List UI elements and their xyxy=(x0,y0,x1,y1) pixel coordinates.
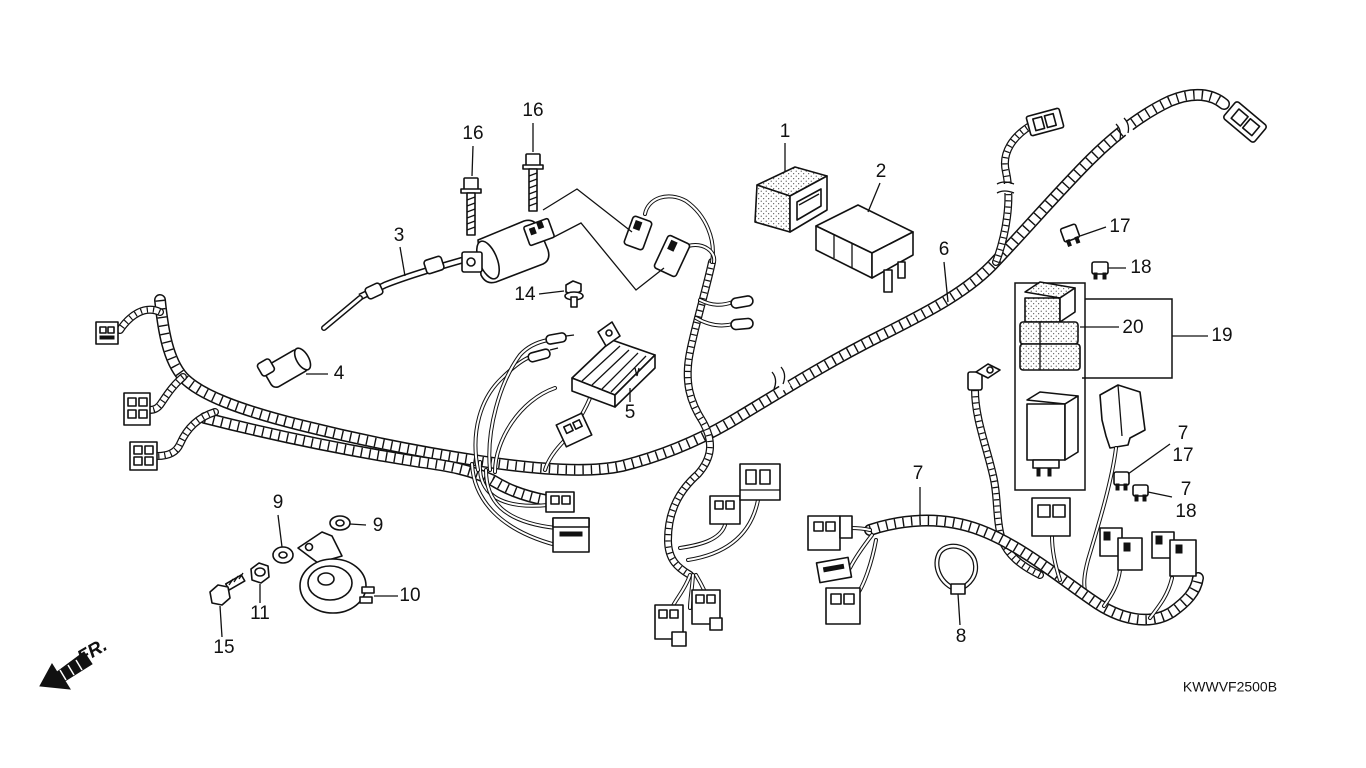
callout-7-fuse-17: 7 xyxy=(1178,423,1189,444)
callout-1: 1 xyxy=(780,121,791,142)
leader-lines xyxy=(219,123,1208,638)
sub-harness-connector-right-1 xyxy=(1031,497,1071,537)
regulator-rectifier xyxy=(571,321,656,408)
regulator-connector xyxy=(543,396,593,472)
fuse-18-upper xyxy=(1091,261,1109,280)
callout-8: 8 xyxy=(956,626,967,647)
callout-17-upper: 17 xyxy=(1109,216,1130,237)
elbow-connector xyxy=(1082,384,1146,597)
callout-4: 4 xyxy=(334,363,345,384)
callout-15: 15 xyxy=(213,637,234,658)
top-right-connector xyxy=(1223,101,1267,143)
middle-bottom-connector-2 xyxy=(691,589,723,631)
fuse-18-lower xyxy=(1132,484,1149,502)
callout-18-upper: 18 xyxy=(1130,257,1151,278)
callout-5: 5 xyxy=(625,402,636,423)
middle-side-connector-2 xyxy=(739,463,781,501)
sub-harness-connector-right-3 xyxy=(1151,531,1197,577)
callout-16-right: 16 xyxy=(522,100,543,121)
callout-9-lower: 9 xyxy=(273,492,284,513)
callout-6: 6 xyxy=(939,239,950,260)
sub-harness-connector-left-3 xyxy=(825,587,861,625)
relay-20 xyxy=(1019,281,1081,371)
bolt-15 xyxy=(209,572,246,606)
callout-11: 11 xyxy=(250,603,270,624)
harness-break-marks xyxy=(771,117,1134,392)
washer-9-upper xyxy=(329,515,351,531)
callout-18-lower: 18 xyxy=(1175,501,1196,522)
nut-11 xyxy=(250,562,270,584)
left-connector-2 xyxy=(123,392,151,426)
callout-19: 19 xyxy=(1211,325,1232,346)
callout-20: 20 xyxy=(1122,317,1143,338)
bullet-connector-right-2 xyxy=(730,317,754,331)
middle-bottom-connector-1 xyxy=(654,604,687,647)
callout-2: 2 xyxy=(876,161,887,182)
middle-side-connector-1 xyxy=(709,495,741,525)
lower-bundle-connector-2 xyxy=(552,517,590,553)
lower-center-bundle xyxy=(470,338,558,547)
bullet-connector-right-1 xyxy=(730,295,754,309)
sub-harness-connector-right-2 xyxy=(1099,527,1143,571)
ground-wire xyxy=(967,363,1040,575)
callout-9-upper: 9 xyxy=(373,515,384,536)
spark-plug-cap xyxy=(256,347,312,388)
drawing-code: KWWVF2500B xyxy=(1183,679,1277,695)
sub-harness-connector-left-1 xyxy=(807,515,853,551)
bullet-connector-left-2 xyxy=(545,332,575,345)
callout-labels: 16 16 1 2 3 17 18 6 14 20 19 4 5 7 17 7 … xyxy=(213,100,1232,658)
bolt-16-right xyxy=(522,153,544,212)
relay-lower xyxy=(1026,391,1079,477)
washer-9-lower xyxy=(272,546,294,564)
callout-3: 3 xyxy=(394,225,405,246)
callout-14: 14 xyxy=(514,284,536,305)
callout-10: 10 xyxy=(399,585,420,606)
fuse-17-upper xyxy=(1059,223,1081,247)
left-connector-3 xyxy=(129,441,158,471)
callout-17-lower: 17 xyxy=(1172,445,1193,466)
coil-connection-lines xyxy=(542,188,665,291)
bullet-connector-left-1 xyxy=(527,347,559,363)
ignition-coil xyxy=(321,217,555,331)
bolt-16-left xyxy=(460,177,482,236)
left-connector-1 xyxy=(95,321,119,345)
lower-bundle-connector-1 xyxy=(545,491,575,513)
fuse-17-lower xyxy=(1113,471,1130,491)
sub-harness-connector-left-2 xyxy=(815,556,853,584)
upper-branch-connector xyxy=(1025,107,1065,137)
horn xyxy=(297,531,375,614)
callout-7-fuse-18: 7 xyxy=(1181,479,1192,500)
upper-small-connector-2 xyxy=(653,234,691,278)
control-unit xyxy=(815,204,914,293)
callout-16-left: 16 xyxy=(462,123,483,144)
callout-7-sub-harness: 7 xyxy=(913,463,924,484)
bolt-14 xyxy=(564,280,584,308)
fuse-box xyxy=(754,166,828,233)
